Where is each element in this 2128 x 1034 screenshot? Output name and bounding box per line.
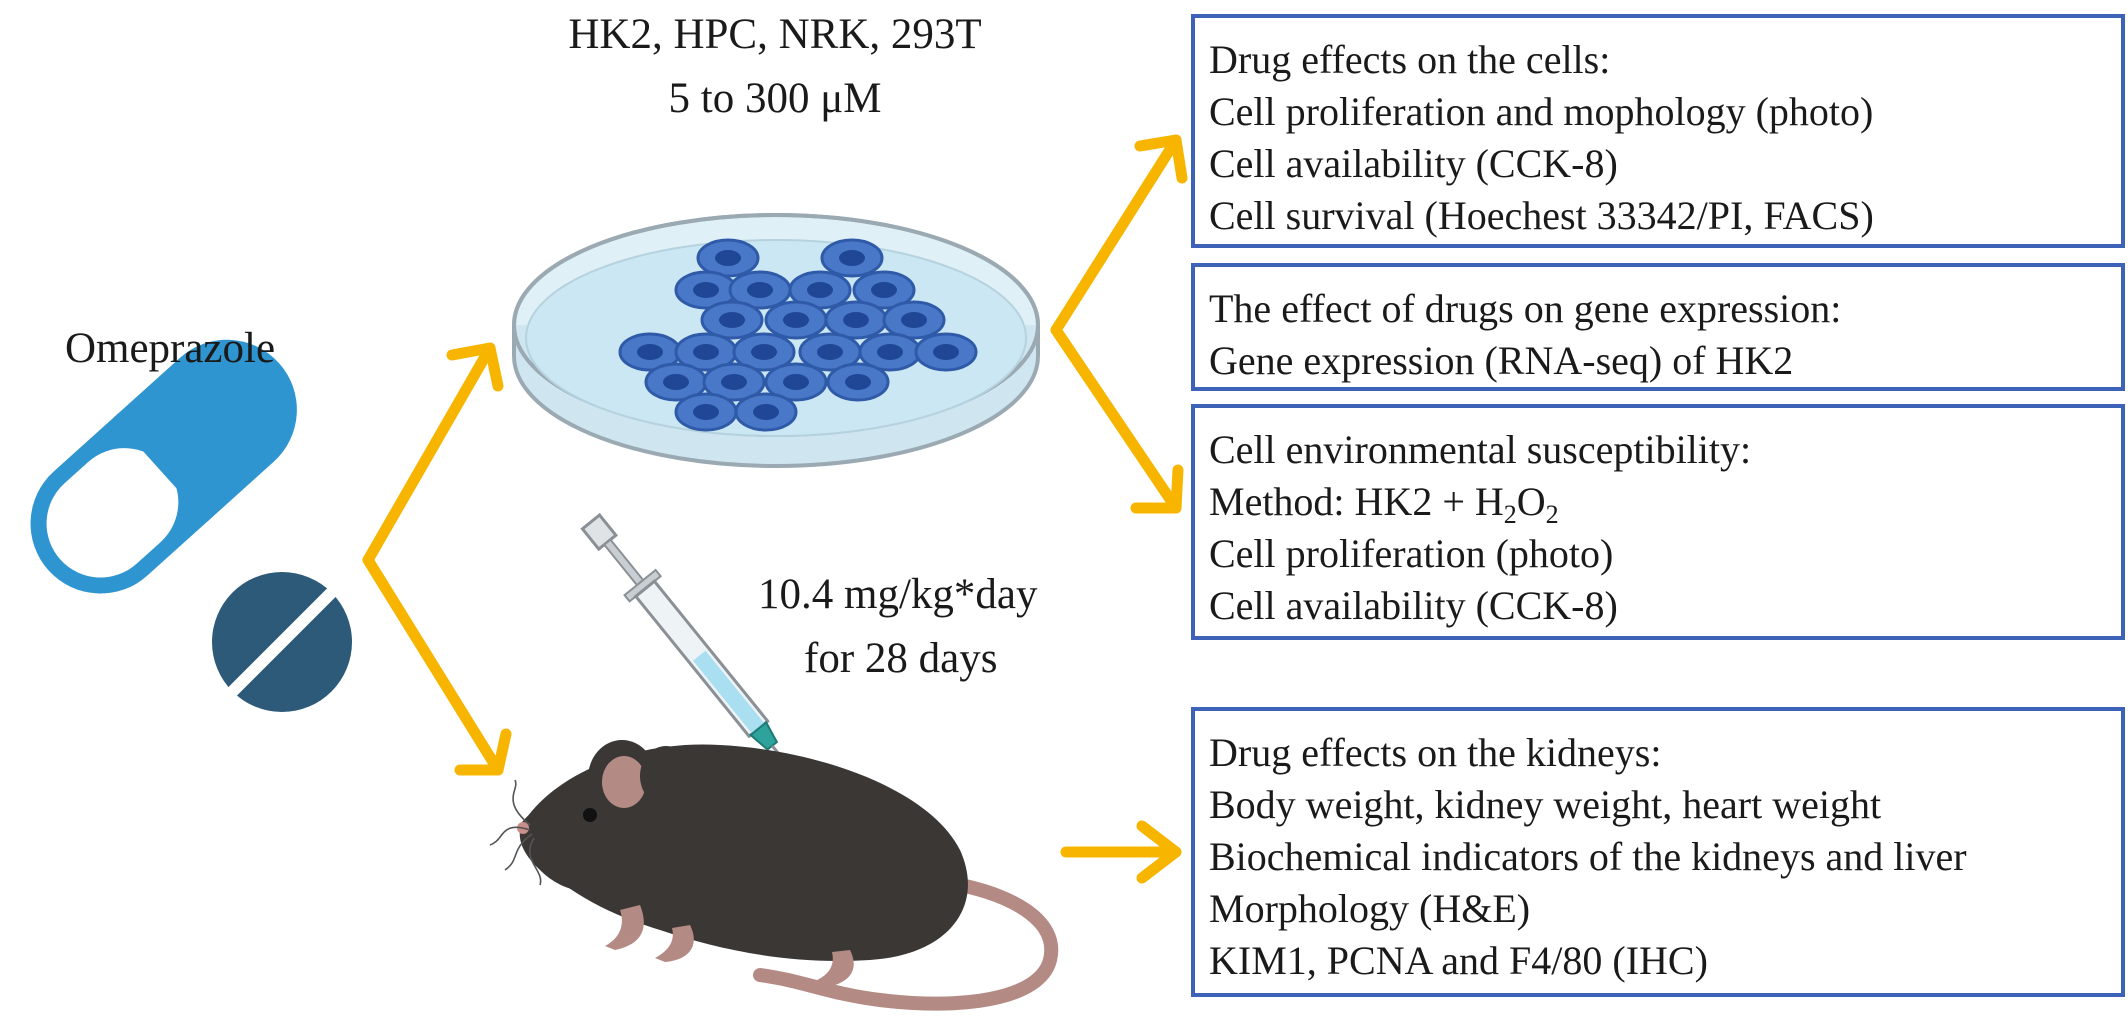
kidney-effects-box: Drug effects on the kidneys: Body weight… — [1191, 707, 2125, 997]
mouse-duration-label: for 28 days — [804, 635, 998, 682]
cell-nucleus — [751, 344, 777, 360]
cell-nucleus — [693, 404, 719, 420]
cell-nucleus — [871, 282, 897, 298]
cell-dose-label: 5 to 300 μM — [668, 75, 882, 122]
arrow-to-mouse — [362, 554, 512, 776]
cell-nucleus — [693, 344, 719, 360]
cell-effects-item: Cell proliferation and mophology (photo) — [1209, 89, 1874, 134]
kidney-effects-item: Morphology (H&E) — [1209, 886, 1531, 931]
kidney-effects-item: Biochemical indicators of the kidneys an… — [1209, 834, 1967, 879]
capsule-icon — [30, 339, 297, 594]
cell-lines-label: HK2, HPC, NRK, 293T — [568, 11, 982, 58]
kidney-effects-title: Drug effects on the kidneys: — [1209, 730, 1662, 775]
cell-nucleus — [637, 344, 663, 360]
cell-nucleus — [753, 404, 779, 420]
susceptibility-item: Cell proliferation (photo) — [1209, 531, 1614, 576]
susceptibility-method: Method: HK2 + H2O2 — [1209, 479, 1559, 529]
arrow-to-kidney-box — [1060, 820, 1182, 884]
cell-nucleus — [747, 282, 773, 298]
gene-expression-title: The effect of drugs on gene expression: — [1209, 286, 1842, 331]
arrow-to-dish — [362, 342, 504, 566]
cell-nucleus — [843, 312, 869, 328]
tablet-icon — [212, 572, 352, 712]
arrow-to-cell-box — [1050, 134, 1188, 336]
kidney-effects-item: Body weight, kidney weight, heart weight — [1209, 782, 1882, 827]
cell-nucleus — [845, 374, 871, 390]
cell-effects-item: Cell availability (CCK-8) — [1209, 141, 1618, 186]
cell-nucleus — [783, 312, 809, 328]
syringe-icon — [580, 512, 827, 813]
susceptibility-box: Cell environmental susceptibility: Metho… — [1191, 404, 2125, 640]
drug-name-label: Omeprazole — [64, 325, 276, 372]
cell-nucleus — [715, 250, 741, 266]
cell-effects-title: Drug effects on the cells: — [1209, 37, 1611, 82]
susceptibility-item: Cell availability (CCK-8) — [1209, 583, 1618, 628]
gene-expression-box: The effect of drugs on gene expression: … — [1191, 263, 2125, 391]
cell-nucleus — [721, 374, 747, 390]
cell-nucleus — [877, 344, 903, 360]
susceptibility-title: Cell environmental susceptibility: — [1209, 427, 1752, 472]
gene-expression-item: Gene expression (RNA-seq) of HK2 — [1209, 338, 1794, 383]
cell-cluster — [618, 238, 978, 432]
cell-nucleus — [693, 282, 719, 298]
arrow-to-susceptibility-box — [1050, 324, 1184, 514]
cell-nucleus — [807, 282, 833, 298]
cell-nucleus — [933, 344, 959, 360]
cell-nucleus — [901, 312, 927, 328]
mouse-dose-label: 10.4 mg/kg*day — [758, 571, 1038, 618]
cell-nucleus — [817, 344, 843, 360]
kidney-effects-item: KIM1, PCNA and F4/80 (IHC) — [1209, 938, 1708, 983]
cell-effects-box: Drug effects on the cells: Cell prolifer… — [1191, 14, 2125, 248]
cell-nucleus — [663, 374, 689, 390]
cell-effects-item: Cell survival (Hoechest 33342/PI, FACS) — [1209, 193, 1874, 238]
mouse-illustration — [489, 740, 1059, 1011]
cell-nucleus — [719, 312, 745, 328]
cell-nucleus — [839, 250, 865, 266]
cell-nucleus — [783, 374, 809, 390]
